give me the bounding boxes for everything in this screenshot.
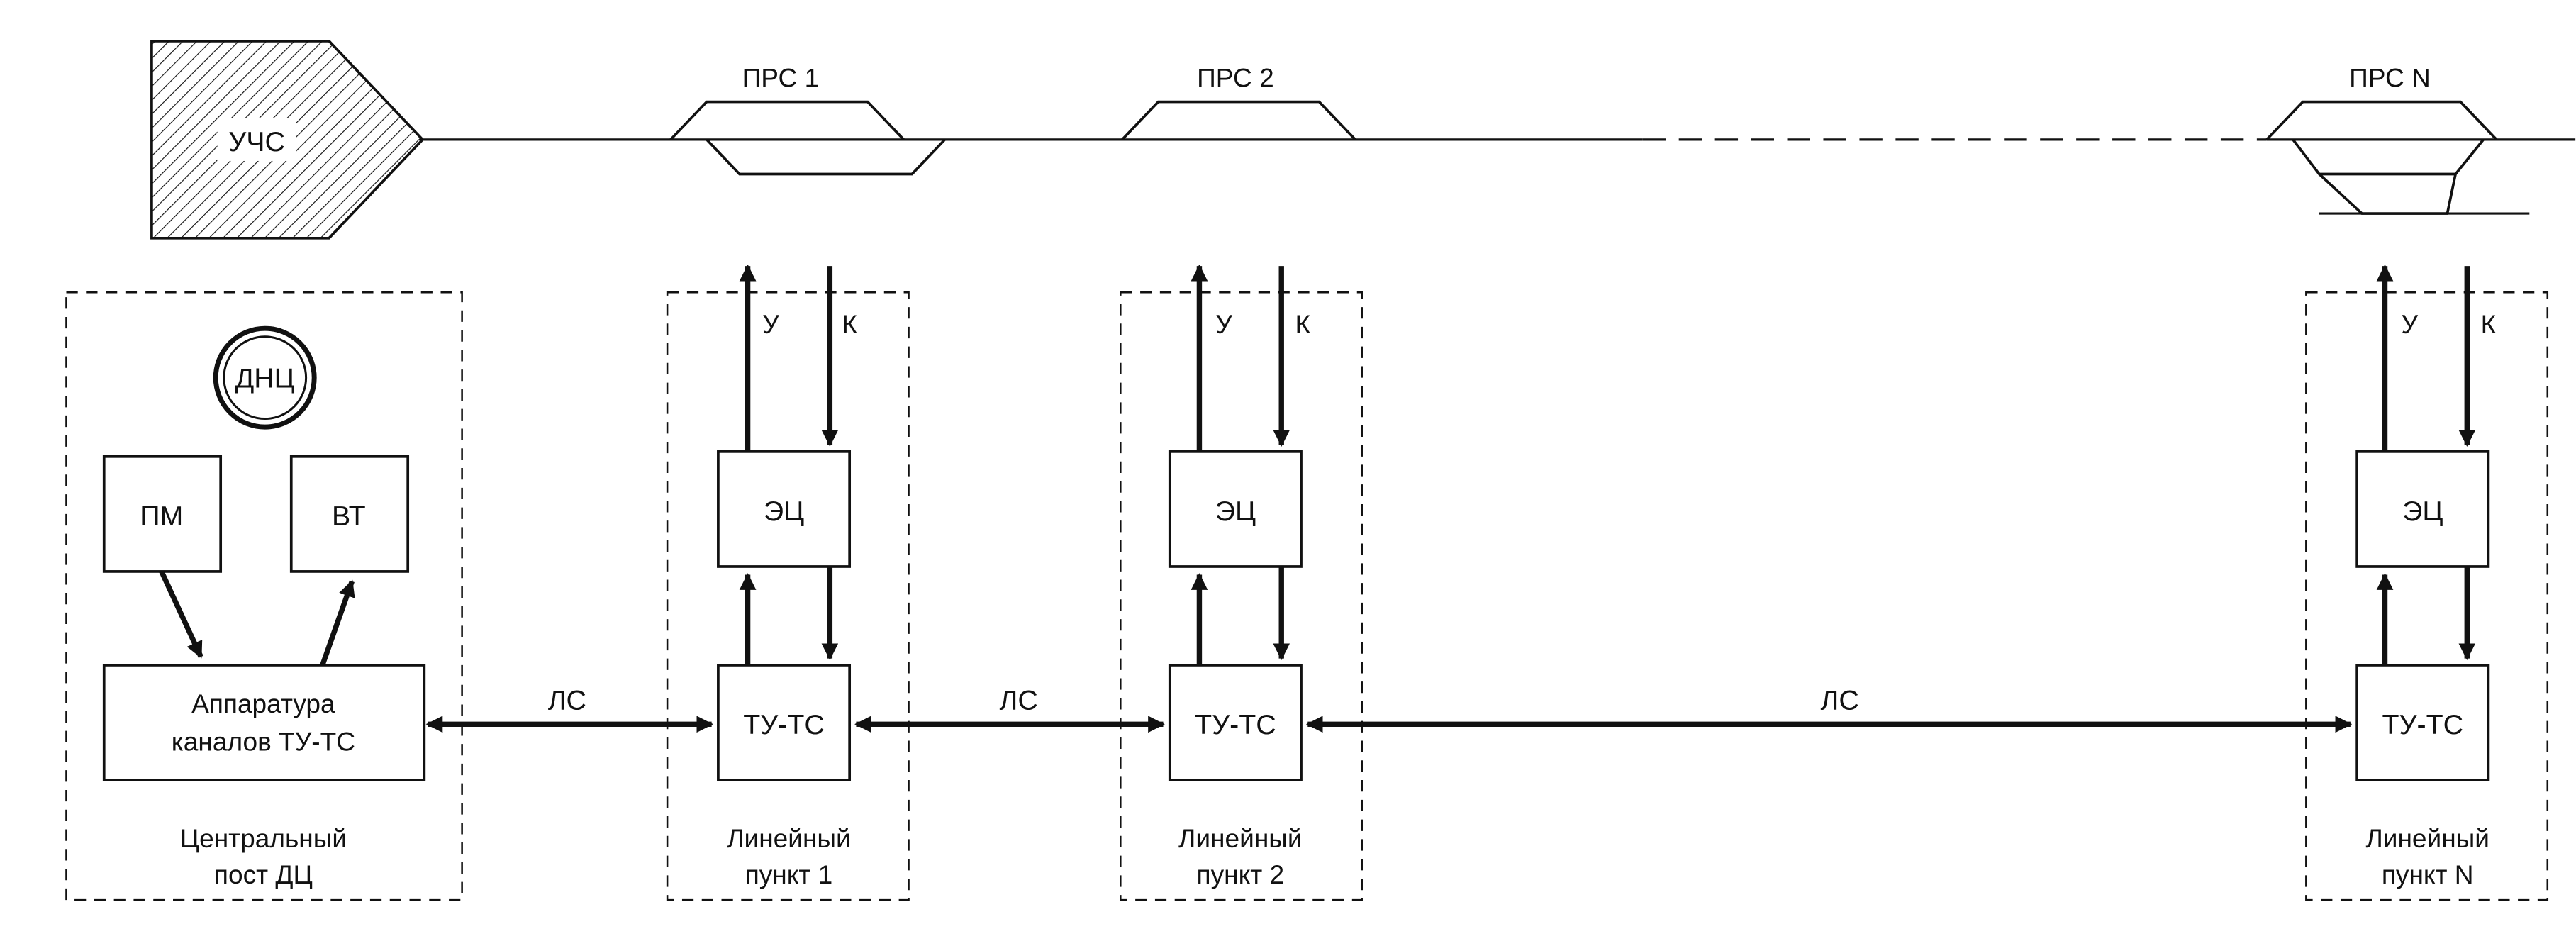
links: ЛС ЛС ЛС [425, 684, 2353, 733]
line-point-2-tuts-box [1168, 664, 1303, 781]
line-point-n-frame [2305, 291, 2549, 901]
line-point-2-k-label: К [1295, 309, 1311, 339]
uchs-label-bg [217, 118, 296, 161]
track: УЧС ПРС 1 ПРС 2 ПРС N [150, 40, 2576, 240]
section-uchs: УЧС [150, 40, 425, 240]
equipment-box [102, 664, 426, 781]
link-1-label: ЛС [548, 684, 586, 716]
arrow-pm-to-equipment [159, 570, 203, 659]
station-2: ПРС 2 [1121, 63, 1356, 141]
station-n-middle-track [2292, 138, 2485, 176]
station-1-lower-track [706, 138, 946, 176]
line-point-1-tuts-label: ТУ-ТС [743, 709, 825, 740]
dispatcher-label: ДНЦ [235, 363, 295, 394]
line-point-n-tuts-box [2355, 664, 2490, 781]
station-2-label: ПРС 2 [1197, 63, 1274, 93]
station-n-label: ПРС N [2349, 63, 2431, 93]
vt-label: ВТ [332, 501, 366, 532]
station-1-label: ПРС 1 [742, 63, 820, 93]
pm-label: ПМ [140, 501, 183, 532]
link-2-label: ЛС [1000, 684, 1038, 716]
dispatcher-inner-ring [223, 335, 308, 421]
line-point-1-caption-line2: пункт 1 [745, 859, 833, 889]
central-post-frame [65, 291, 463, 901]
line-point-1: У К ЭЦ ТУ-ТС Линейный пункт 1 [666, 264, 910, 901]
line-point-n-ec-label: ЭЦ [2402, 496, 2443, 527]
line-point-2-caption-line2: пункт 2 [1197, 859, 1285, 889]
arrow-equipment-to-vt [320, 579, 355, 667]
line-point-1-k-label: К [842, 309, 857, 339]
line-point-1-u-label: У [762, 309, 779, 339]
station-n: ПРС N [2265, 63, 2530, 215]
line-point-1-ec-box [717, 450, 852, 568]
equipment-label-line1: Аппаратура [191, 689, 335, 718]
line-point-2-caption-line1: Линейный [1178, 823, 1303, 853]
station-n-lower-track [2318, 173, 2457, 215]
line-point-n-caption-line1: Линейный [2365, 823, 2489, 853]
line-point-n-tuts-label: ТУ-ТС [2382, 709, 2463, 740]
line-point-1-caption-line1: Линейный [727, 823, 851, 853]
vt-box [289, 455, 410, 573]
line-point-n-u-label: У [2401, 309, 2418, 339]
line-point-n-caption-line2: пункт N [2382, 859, 2474, 889]
station-1-upper-track [669, 100, 905, 141]
line-point-2-frame [1120, 291, 1363, 901]
station-1: ПРС 1 [669, 63, 946, 176]
line-point-2-u-label: У [1215, 309, 1232, 339]
dispatcher-outer-ring [213, 325, 317, 430]
equipment-label-line2: каналов ТУ-ТС [172, 726, 355, 756]
central-post-caption-line2: пост ДЦ [214, 859, 313, 889]
line-point-n-k-label: К [2481, 309, 2497, 339]
line-point-1-tuts-box [717, 664, 852, 781]
line-point-2: У К ЭЦ ТУ-ТС Линейный пункт 2 [1120, 264, 1363, 901]
link-3-label: ЛС [1821, 684, 1859, 716]
station-2-upper-track [1121, 100, 1356, 141]
line-point-2-tuts-label: ТУ-ТС [1195, 709, 1276, 740]
dispatcher: ДНЦ [213, 325, 317, 430]
line-point-n: У К ЭЦ ТУ-ТС Линейный пункт N [2305, 264, 2549, 901]
uchs-label: УЧС [228, 126, 285, 157]
central-post: ДНЦ ПМ ВТ Аппаратура каналов ТУ-ТС Центр… [65, 291, 463, 901]
central-post-caption-line1: Центральный [180, 823, 347, 853]
line-point-2-ec-box [1168, 450, 1303, 568]
line-point-n-ec-box [2355, 450, 2490, 568]
line-point-1-ec-label: ЭЦ [764, 496, 804, 527]
line-point-1-frame [666, 291, 910, 901]
station-n-upper-track [2265, 100, 2498, 141]
line-point-2-ec-label: ЭЦ [1215, 496, 1256, 527]
